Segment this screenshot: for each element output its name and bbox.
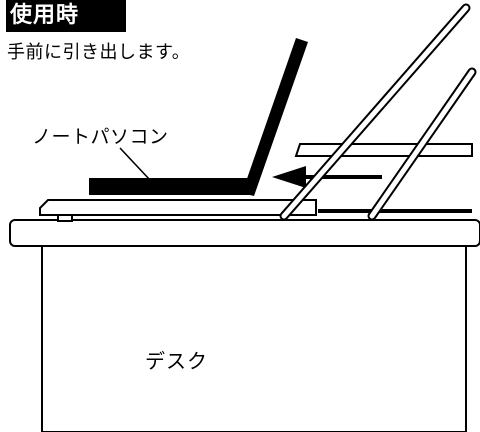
support-rod-right (367, 67, 477, 221)
stored-shelf (294, 143, 473, 157)
title-badge: 使用時 (6, 0, 126, 32)
support-rod-left (279, 3, 471, 221)
subtitle: 手前に引き出します。 (7, 42, 191, 63)
desk-body (41, 245, 467, 432)
laptop-screen (242, 38, 308, 196)
laptop-base (89, 178, 250, 195)
pull-arrow-head (272, 166, 306, 188)
laptop-label: ノートパソコン (32, 126, 169, 148)
tray-support (57, 214, 73, 222)
pulled-tray (39, 199, 317, 216)
desk-label: デスク (145, 349, 208, 373)
laptop-leader-line (119, 147, 151, 181)
desk-top (9, 219, 480, 247)
